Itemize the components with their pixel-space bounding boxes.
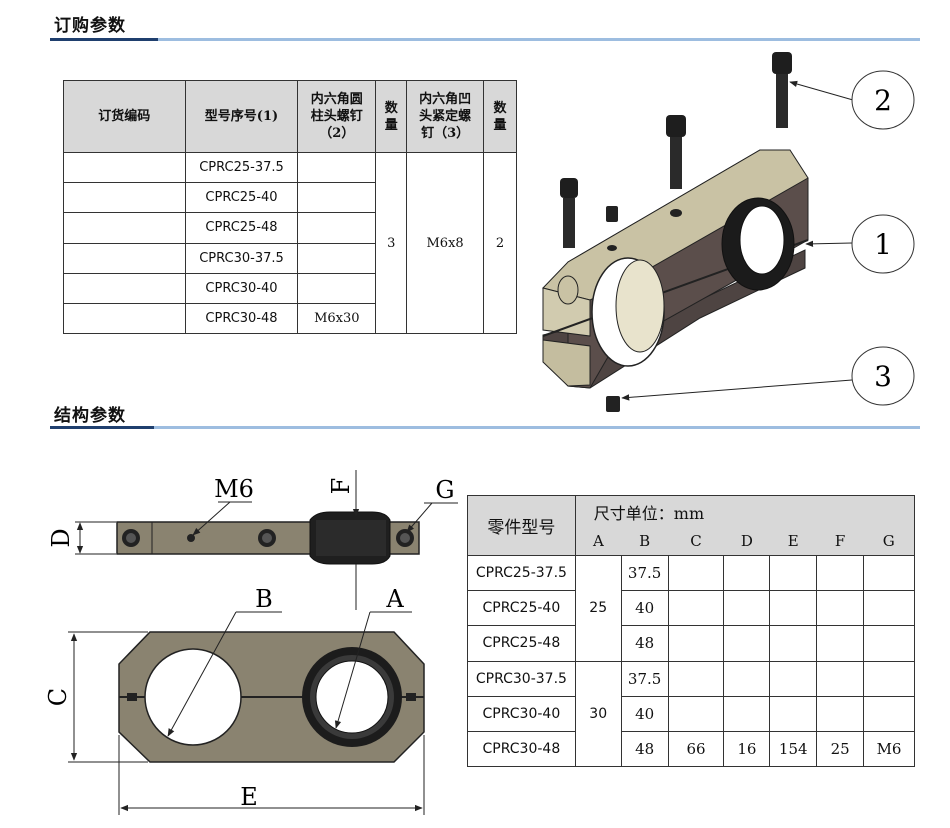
header-letter: A [574,527,622,556]
table-row: CPRC30-37.5 30 37.5 [467,660,915,768]
svg-text:A: A [385,585,404,613]
svg-text:C: C [44,688,72,706]
header-letter: F [816,527,864,556]
svg-text:2: 2 [874,84,892,117]
svg-text:M6: M6 [214,475,254,503]
top-view-drawing: D M6 F G [47,470,458,610]
svg-text:F: F [327,478,355,495]
table-row: CPRC25-37.5 25 37.5 [467,554,915,662]
model-cell: CPRC30-37.5 [467,660,576,697]
dim-a-cell: 30 [574,660,622,768]
dimension-table: 零件型号 尺寸单位：mm A B C D E F G CPRC25-37.5 2… [467,495,916,768]
table-row: CPRC25-48 48 [467,625,915,662]
model-cell: CPRC30-37.5 [184,242,299,274]
section-title-structure: 结构参数 [54,406,126,426]
header-order-code: 订货编码 [63,80,186,153]
table-row: CPRC25-37.5 3 M6x8 2 [63,151,517,335]
dim-f-cell: 25 [816,730,865,768]
header-letter: G [863,527,915,556]
table-row: CPRC25-40 [63,182,517,214]
screw-cell: M6x30 [297,302,377,335]
qty-cell: 3 [375,151,408,335]
svg-text:E: E [240,783,258,811]
front-view-drawing: B A C E [44,585,425,815]
model-cell: CPRC30-48 [184,302,299,335]
set-screw-icon [606,206,620,412]
callout-1: 1 [805,214,915,274]
svg-text:3: 3 [874,360,892,393]
model-cell: CPRC30-48 [467,730,576,768]
header-qty: 数 量 [375,80,408,153]
dim-b-cell: 48 [620,730,669,768]
header-model: 型号序号(1) [184,80,299,153]
table-row: CPRC30-48 M6x30 [63,302,517,335]
dim-b-cell: 48 [620,625,669,662]
table-row: CPRC30-37.5 [63,242,517,274]
header-part-model: 零件型号 [467,495,576,556]
header-unit: 尺寸单位：mm [574,495,916,528]
model-cell: CPRC25-40 [184,182,299,214]
model-cell: CPRC30-40 [184,272,299,304]
model-cell: CPRC25-40 [467,590,576,627]
cap-screw-icon [666,115,686,189]
section-rule [50,38,920,41]
section-rule [50,426,920,429]
setscrew-cell: M6x8 [406,151,485,335]
svg-text:D: D [47,528,75,547]
section-title-ordering: 订购参数 [54,16,126,36]
qty-cell: 2 [483,151,517,335]
header-letter: C [668,527,724,556]
dim-b-cell: 37.5 [620,660,669,697]
cap-screw-icon [772,52,792,128]
model-cell: CPRC25-37.5 [184,151,299,184]
table-row: CPRC30-48 48 66 16 154 25 M6 [467,730,915,768]
dim-a-cell: 25 [574,555,622,662]
table-row: CPRC25-40 40 [467,590,915,627]
dim-e-cell: 154 [769,730,818,768]
header-letter: B [621,527,669,556]
svg-text:1: 1 [874,228,892,261]
table-row: CPRC25-48 [63,212,517,244]
table-row: CPRC30-40 40 [467,695,915,732]
dim-b-cell: 37.5 [620,554,669,592]
svg-text:B: B [255,585,273,613]
svg-text:G: G [435,476,454,504]
header-screw: 内六角圆 柱头螺钉 （2） [297,80,377,153]
header-letter: D [723,527,770,556]
cap-screw-icon [560,178,578,248]
callout-3: 3 [621,346,915,406]
isometric-clamp [542,52,809,412]
dim-d-cell: 16 [723,730,771,768]
model-cell: CPRC25-37.5 [467,554,576,592]
header-qty: 数 量 [483,80,517,153]
dim-b-cell: 40 [620,590,669,627]
dim-g-cell: M6 [863,730,915,768]
model-cell: CPRC25-48 [184,212,299,244]
section-rule-accent [50,38,158,41]
callout-2: 2 [789,70,915,130]
dim-c-cell: 66 [667,730,725,768]
model-cell: CPRC25-48 [467,625,576,662]
header-letter: E [769,527,817,556]
section-rule-accent [50,426,154,429]
order-table: 订货编码 型号序号(1) 内六角圆 柱头螺钉 （2） 数 量 内六角凹 头紧定螺… [63,80,517,335]
dim-b-cell: 40 [620,695,669,732]
model-cell: CPRC30-40 [467,695,576,732]
table-row: CPRC30-40 [63,272,517,304]
